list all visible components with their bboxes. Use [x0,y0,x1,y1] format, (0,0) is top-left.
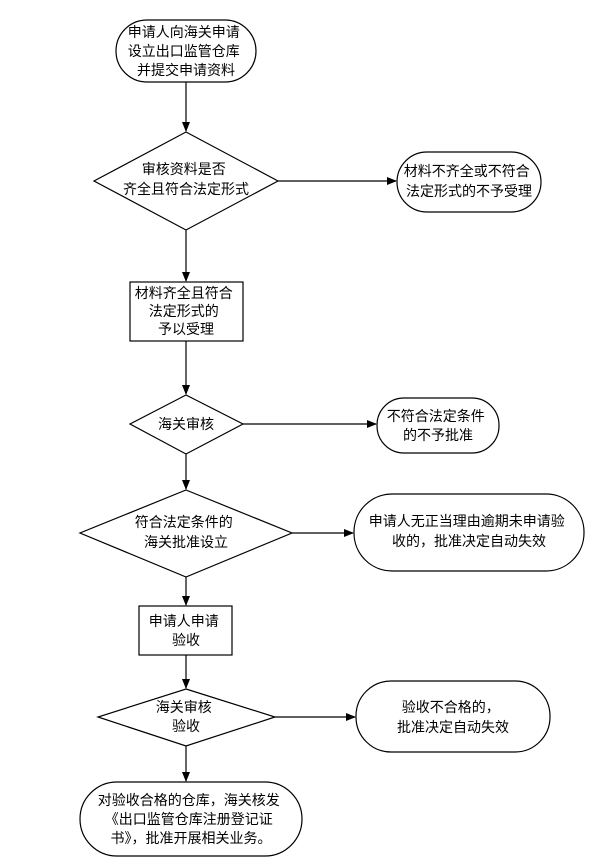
accept-label: 材料齐全且符合 法定形式的 予以受理 [135,285,237,338]
fail-inspection-node-shape [355,680,551,753]
fail-inspection-label: 验收不合格的， 批准决定自动失效 [397,700,509,736]
issue-cert-label: 对验收合格的仓库，海关核发 《出口监管仓库注册登记证 书》，批准开展相关业务。 [98,793,284,847]
customs-review-label: 海关审核 [158,417,214,433]
not-approved-label: 不符合法定条件 的不予批准 [387,408,489,444]
accept-process-shape [129,281,244,342]
check-docs-label: 审核资料是否 齐全且符合法定形式 [123,162,249,198]
customs-review-decision-shape [128,394,245,455]
expired-node-shape [353,493,585,572]
review-inspection-decision-shape [96,688,277,747]
apply-inspection-label: 申请人申请 验收 [149,614,223,649]
start-node-shape [115,19,257,83]
reject-docs-label: 材料不齐全或不符合 法定形式的不予受理 [404,163,534,200]
not-approved-node-shape [376,397,500,454]
issue-cert-node-shape [79,781,303,857]
approve-setup-label: 符合法定条件的 海关批准设立 [135,514,237,551]
check-docs-decision-shape [92,131,280,231]
start-node-label: 申请人向海关申请 设立出口监管仓库 并提交申请资料 [128,25,244,79]
approve-setup-decision-shape [78,489,294,578]
review-inspection-label: 海关审核 验收 [156,700,216,735]
expired-label: 申请人无正当理由逾期未申请验 收的，批准决定自动失效 [369,514,569,550]
reject-docs-node-shape [396,151,542,213]
apply-inspection-process-shape [138,605,233,656]
